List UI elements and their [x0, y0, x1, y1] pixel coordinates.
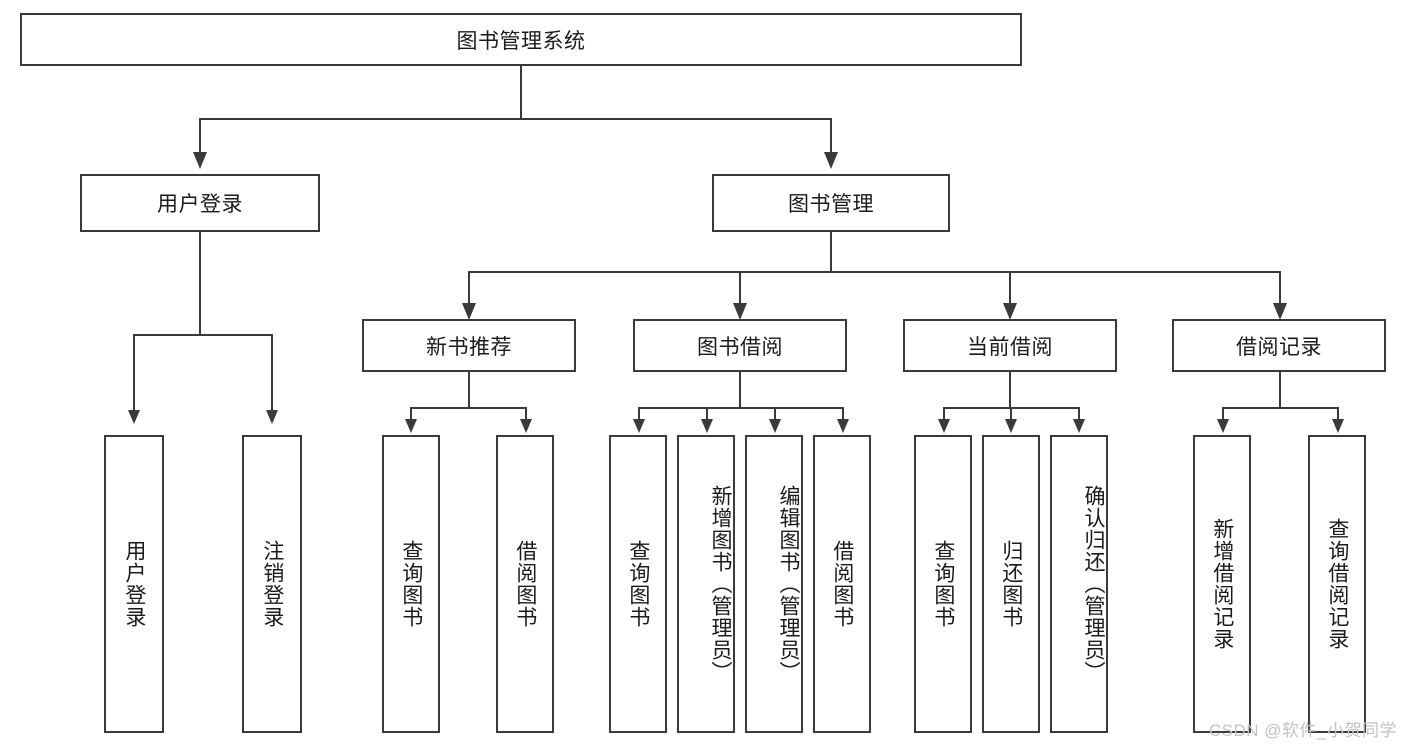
node-root-system[interactable]: 图书管理系统: [20, 13, 1022, 66]
arrow-book-manage: [824, 152, 838, 169]
edge-current-borrow-stem: [1009, 372, 1011, 409]
leaf-new-book-borrow[interactable]: 借阅图书: [496, 435, 554, 733]
arrow-leaf-new-book-1: [520, 419, 532, 433]
arrow-leaf-book-borrow-2: [769, 419, 781, 433]
edge-drop-leaf-book-borrow-0: [638, 407, 640, 421]
arrow-borrow-record: [1273, 303, 1287, 320]
edge-borrow-record-bus: [1222, 407, 1339, 409]
leaf-borrow-record-query[interactable]: 查询借阅记录: [1308, 435, 1366, 733]
edge-user-login-stem: [199, 232, 201, 336]
leaf-book-borrow-edit[interactable]: 编辑图书（管理员）: [745, 435, 803, 733]
edge-drop-leaf-borrow-record-1: [1337, 407, 1339, 421]
leaf-book-borrow-borrow[interactable]: 借阅图书: [813, 435, 871, 733]
arrow-leaf-new-book-0: [405, 419, 417, 433]
arrow-leaf-user-login-0: [128, 410, 140, 424]
arrow-leaf-book-borrow-3: [837, 419, 849, 433]
edge-book-borrow-stem: [739, 372, 741, 409]
edge-drop-leaf-user-login-0: [133, 334, 135, 412]
edge-drop-leaf-current-borrow-1: [1010, 407, 1012, 421]
edge-new-book-stem: [468, 372, 470, 409]
edge-drop-book-manage: [830, 118, 832, 154]
arrow-leaf-current-borrow-0: [938, 419, 950, 433]
edge-drop-leaf-book-borrow-3: [842, 407, 844, 421]
arrow-leaf-current-borrow-1: [1005, 419, 1017, 433]
edge-root-stem: [520, 66, 522, 120]
edge-drop-borrow-record: [1279, 271, 1281, 305]
leaf-current-borrow-query[interactable]: 查询图书: [914, 435, 972, 733]
leaf-book-borrow-query[interactable]: 查询图书: [609, 435, 667, 733]
node-new-book-recommend[interactable]: 新书推荐: [362, 319, 576, 372]
leaf-borrow-record-add[interactable]: 新增借阅记录: [1193, 435, 1251, 733]
edge-book-manage-stem: [830, 232, 832, 273]
arrow-leaf-borrow-record-1: [1332, 419, 1344, 433]
edge-drop-leaf-borrow-record-0: [1222, 407, 1224, 421]
leaf-book-borrow-add[interactable]: 新增图书（管理员）: [677, 435, 735, 733]
edge-drop-leaf-current-borrow-2: [1078, 407, 1080, 421]
edge-drop-leaf-new-book-1: [525, 407, 527, 421]
edge-drop-leaf-user-login-1: [271, 334, 273, 412]
node-book-management[interactable]: 图书管理: [712, 174, 950, 232]
node-current-borrow[interactable]: 当前借阅: [903, 319, 1117, 372]
edge-book-manage-bus: [468, 271, 1280, 273]
arrow-leaf-current-borrow-2: [1073, 419, 1085, 433]
leaf-user-login-logout[interactable]: 注销登录: [242, 435, 302, 733]
leaf-user-login-login[interactable]: 用户登录: [104, 435, 164, 733]
edge-drop-leaf-current-borrow-0: [943, 407, 945, 421]
leaf-current-borrow-confirm-return[interactable]: 确认归还（管理员）: [1050, 435, 1108, 733]
leaf-new-book-query[interactable]: 查询图书: [382, 435, 440, 733]
edge-drop-leaf-new-book-0: [410, 407, 412, 421]
arrow-leaf-book-borrow-0: [633, 419, 645, 433]
edge-drop-leaf-book-borrow-2: [774, 407, 776, 421]
edge-root-bus: [199, 118, 832, 120]
edge-drop-current-borrow: [1009, 271, 1011, 305]
leaf-current-borrow-return[interactable]: 归还图书: [982, 435, 1040, 733]
arrow-book-borrow: [733, 303, 747, 320]
arrow-new-book: [462, 303, 476, 320]
arrow-current-borrow: [1003, 303, 1017, 320]
arrow-leaf-user-login-1: [266, 410, 278, 424]
edge-drop-new-book: [468, 271, 470, 305]
edge-new-book-bus: [410, 407, 527, 409]
node-book-borrow[interactable]: 图书借阅: [633, 319, 847, 372]
edge-drop-book-borrow: [739, 271, 741, 305]
arrow-leaf-borrow-record-0: [1217, 419, 1229, 433]
edge-user-login-bus: [133, 334, 272, 336]
edge-drop-user-login: [199, 118, 201, 154]
edge-book-borrow-bus: [638, 407, 844, 409]
edge-drop-leaf-book-borrow-1: [706, 407, 708, 421]
node-user-login[interactable]: 用户登录: [80, 174, 320, 232]
edge-borrow-record-stem: [1279, 372, 1281, 409]
arrow-user-login: [193, 152, 207, 169]
arrow-leaf-book-borrow-1: [701, 419, 713, 433]
node-borrow-record[interactable]: 借阅记录: [1172, 319, 1386, 372]
